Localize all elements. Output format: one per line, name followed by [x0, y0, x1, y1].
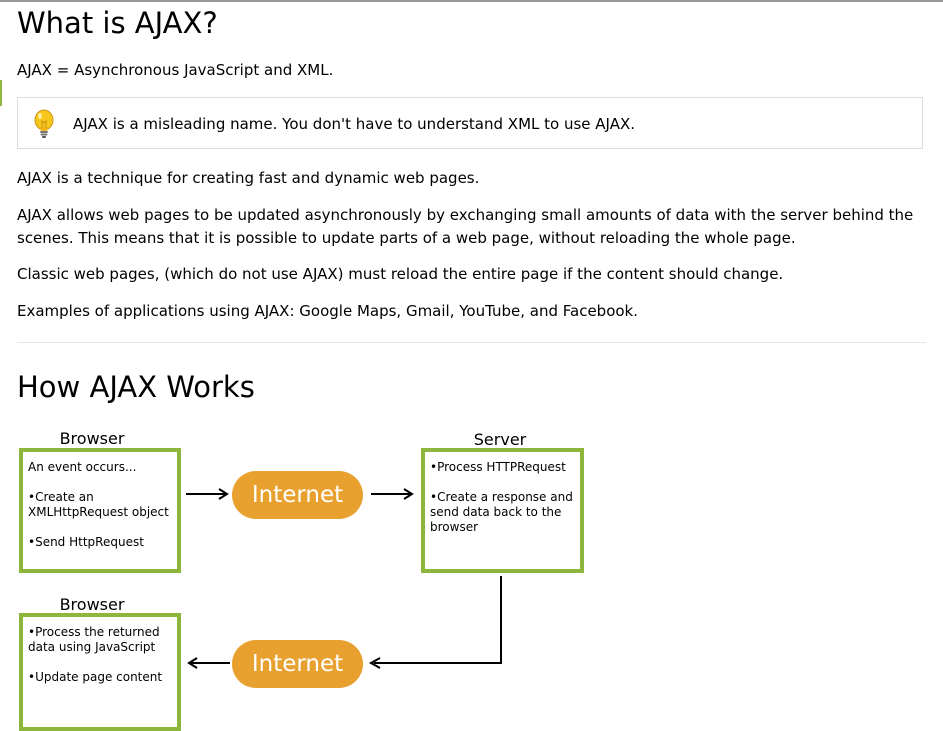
left-accent-mark — [0, 80, 2, 106]
note-panel: AJAX is a misleading name. You don't hav… — [17, 97, 923, 149]
async-paragraph-line-2: scenes. This means that it is possible t… — [17, 229, 796, 247]
lightbulb-icon — [34, 109, 54, 138]
browser1-line: XMLHttpRequest object — [28, 505, 169, 519]
intro-paragraph: AJAX is a technique for creating fast an… — [17, 169, 480, 187]
arrow-internet-to-server — [371, 488, 414, 500]
top-border — [0, 0, 943, 2]
browser1-line — [28, 475, 173, 490]
internet-pill-1: Internet — [232, 471, 363, 519]
classic-pages-paragraph: Classic web pages, (which do not use AJA… — [17, 265, 784, 283]
page-title: What is AJAX? — [17, 6, 218, 40]
note-text: AJAX is a misleading name. You don't hav… — [73, 115, 636, 133]
server-box: •Process HTTPRequest •Create a response a… — [421, 448, 584, 573]
section-divider — [17, 342, 926, 343]
server-line: send data back to the — [430, 505, 562, 519]
server-line: •Process HTTPRequest — [430, 460, 566, 474]
server-title: Server — [473, 430, 527, 449]
browser1-line: •Create an — [28, 490, 94, 504]
browser-1-title: Browser — [59, 429, 125, 448]
arrow-browser-to-internet — [186, 488, 229, 500]
browser2-line — [28, 655, 173, 670]
section-title: How AJAX Works — [17, 370, 255, 404]
browser2-line: •Process the returned — [28, 625, 160, 639]
browser1-line — [28, 520, 173, 535]
server-line — [430, 475, 576, 490]
internet-pill-2: Internet — [232, 640, 363, 688]
server-line: •Create a response and — [430, 490, 573, 504]
browser-2-title: Browser — [59, 595, 125, 614]
examples-paragraph: Examples of applications using AJAX: Goo… — [17, 302, 639, 320]
server-line: browser — [430, 520, 479, 534]
browser2-line: data using JavaScript — [28, 640, 156, 654]
browser2-line: •Update page content — [28, 670, 163, 684]
definition-text: AJAX = Asynchronous JavaScript and XML. — [17, 61, 334, 79]
arrow-server-to-internet — [368, 576, 502, 669]
browser1-line: •Send HttpRequest — [28, 535, 144, 549]
browser1-line: An event occurs... — [28, 460, 137, 474]
async-paragraph-line-1: AJAX allows web pages to be updated asyn… — [17, 206, 914, 224]
arrow-internet-to-browser — [187, 657, 230, 669]
